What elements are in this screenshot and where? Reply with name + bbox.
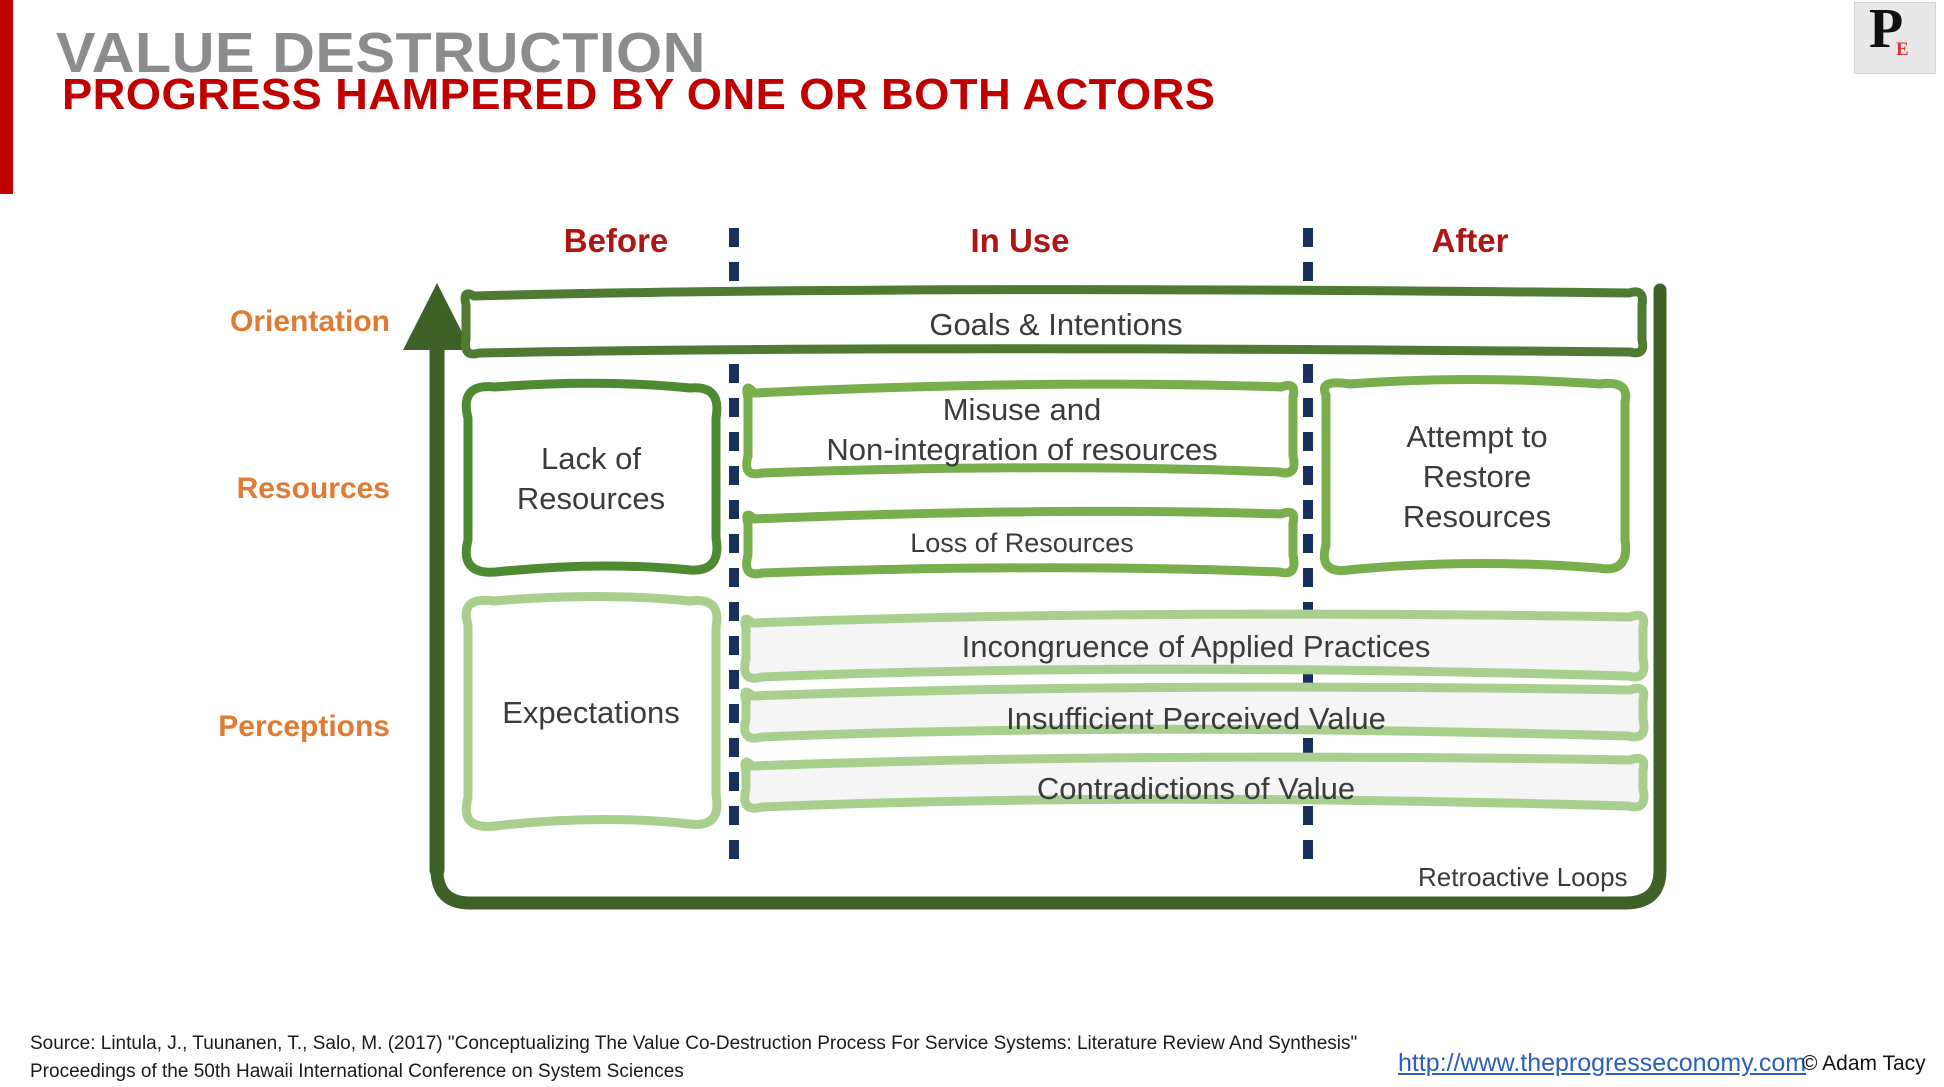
source-citation: Source: Lintula, J., Tuunanen, T., Salo,… <box>30 1030 1357 1085</box>
website-link[interactable]: http://www.theprogresseconomy.com <box>1398 1049 1807 1077</box>
page-subtitle: PROGRESS HAMPERED BY ONE OR BOTH ACTORS <box>62 70 1216 119</box>
box-loss-of-resources[interactable]: Loss of Resources <box>910 527 1134 558</box>
row-label-orientation: Orientation <box>229 305 390 338</box>
box-outline-contradictions <box>740 752 1649 813</box>
box-incongruence[interactable]: Incongruence of Applied Practices <box>961 629 1431 665</box>
box-outline-insufficient-value <box>740 682 1649 743</box>
progress-economy-logo: P E <box>1854 0 1936 74</box>
retroactive-loops-label: Retroactive Loops <box>1418 862 1628 892</box>
logo-letter-e: E <box>1896 39 1909 60</box>
box-goals-intentions[interactable]: Goals & Intentions <box>929 307 1183 343</box>
column-header-in-use: In Use <box>970 222 1070 259</box>
box-outline-attempt-restore <box>1319 375 1631 575</box>
box-outline-goals-intentions <box>460 285 1648 359</box>
column-header-after: After <box>1431 222 1509 259</box>
upward-arrow-head <box>403 283 471 350</box>
row-label-resources: Resources <box>236 472 390 505</box>
source-line-1: Source: Lintula, J., Tuunanen, T., Salo,… <box>30 1033 1358 1054</box>
box-outline-incongruence <box>740 609 1649 683</box>
box-insufficient-value[interactable]: Insufficient Perceived Value <box>1006 701 1386 737</box>
box-expectations[interactable]: Expectations <box>502 695 680 731</box>
logo-letter-p: P <box>1869 0 1904 60</box>
copyright-notice: © Adam Tacy <box>1802 1052 1926 1075</box>
page-title: VALUE DESTRUCTION <box>56 21 706 85</box>
box-contradictions[interactable]: Contradictions of Value <box>1036 771 1356 807</box>
column-header-before: Before <box>563 222 669 259</box>
box-outline-misuse-non-integration <box>742 379 1299 479</box>
box-outline-expectations <box>461 592 722 831</box>
box-outline-loss-of-resources <box>742 506 1299 579</box>
process-frame <box>429 283 1667 910</box>
source-line-2: Proceedings of the 50th Hawaii Internati… <box>30 1060 684 1082</box>
row-label-perceptions: Perceptions <box>218 710 390 743</box>
left-accent-bar <box>0 0 13 194</box>
box-outline-lack-of-resources <box>461 378 722 577</box>
